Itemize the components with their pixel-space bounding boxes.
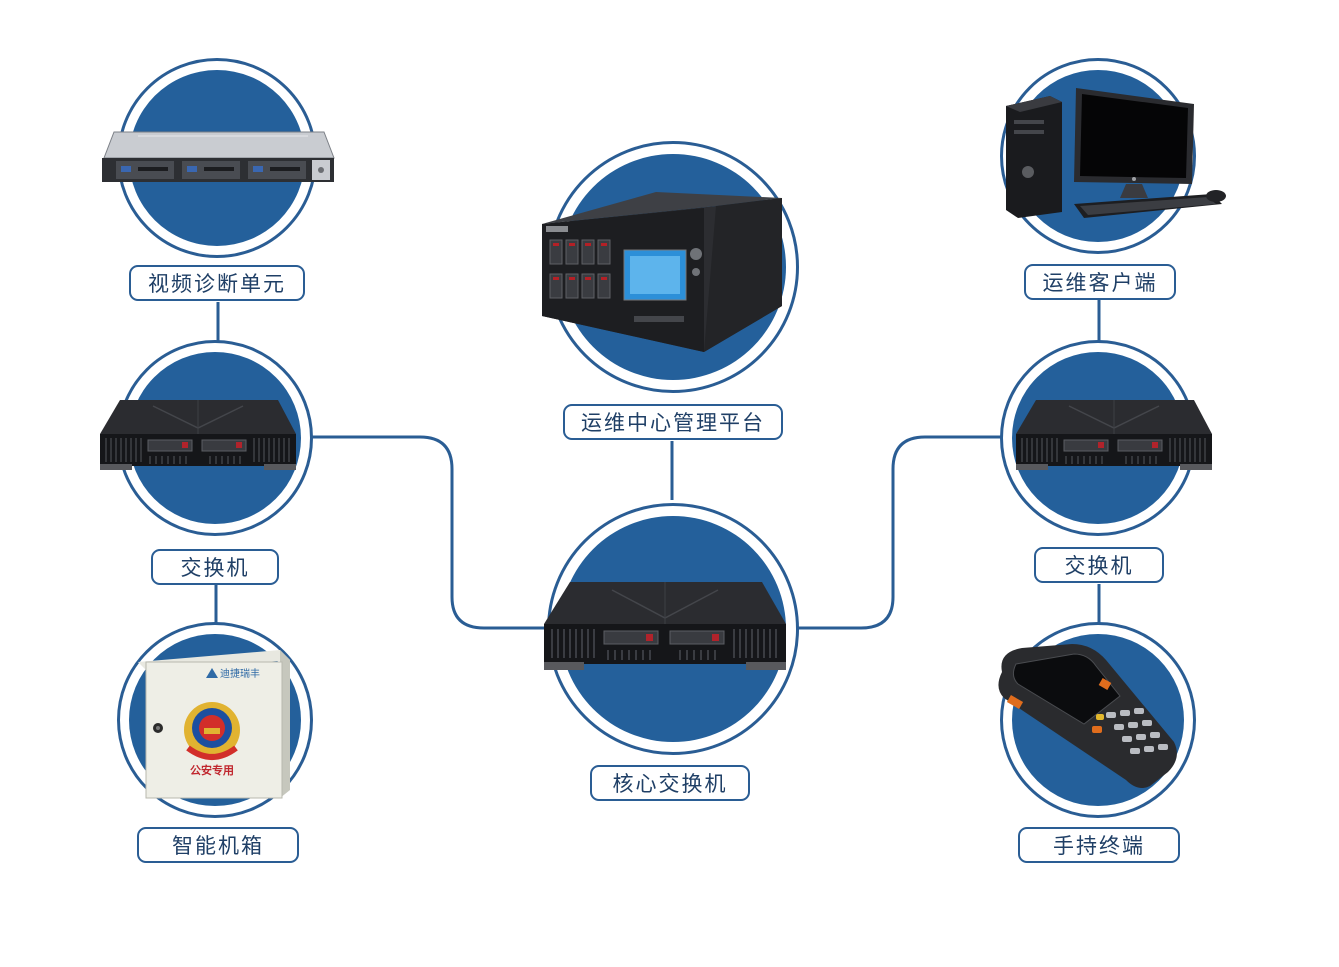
box-brand-text: 迪捷瑞丰 — [220, 667, 260, 680]
chassis-server-icon — [542, 192, 782, 352]
handheld-scanner-icon — [998, 644, 1177, 788]
cabinet-box-icon: 迪捷瑞丰 公安专用 — [138, 650, 290, 799]
box-label-text: 公安专用 — [190, 763, 234, 777]
node-label: 交换机 — [151, 549, 279, 585]
node-label: 核心交换机 — [590, 765, 750, 801]
node-label: 智能机箱 — [137, 827, 299, 863]
node-label: 交换机 — [1034, 547, 1164, 583]
node-label: 运维客户端 — [1024, 264, 1176, 300]
node-label: 手持终端 — [1018, 827, 1180, 863]
blade-switch-icon — [1016, 400, 1212, 470]
rack-server-icon — [102, 131, 335, 182]
desktop-pc-icon: hp — [1006, 88, 1226, 218]
node-label: 运维中心管理平台 — [563, 404, 783, 440]
link-switch-right-core — [798, 435, 1002, 630]
node-label: 视频诊断单元 — [129, 265, 305, 301]
blade-switch-icon — [100, 400, 296, 470]
link-switch-left-core — [312, 435, 548, 630]
blade-switch-icon — [544, 582, 786, 670]
